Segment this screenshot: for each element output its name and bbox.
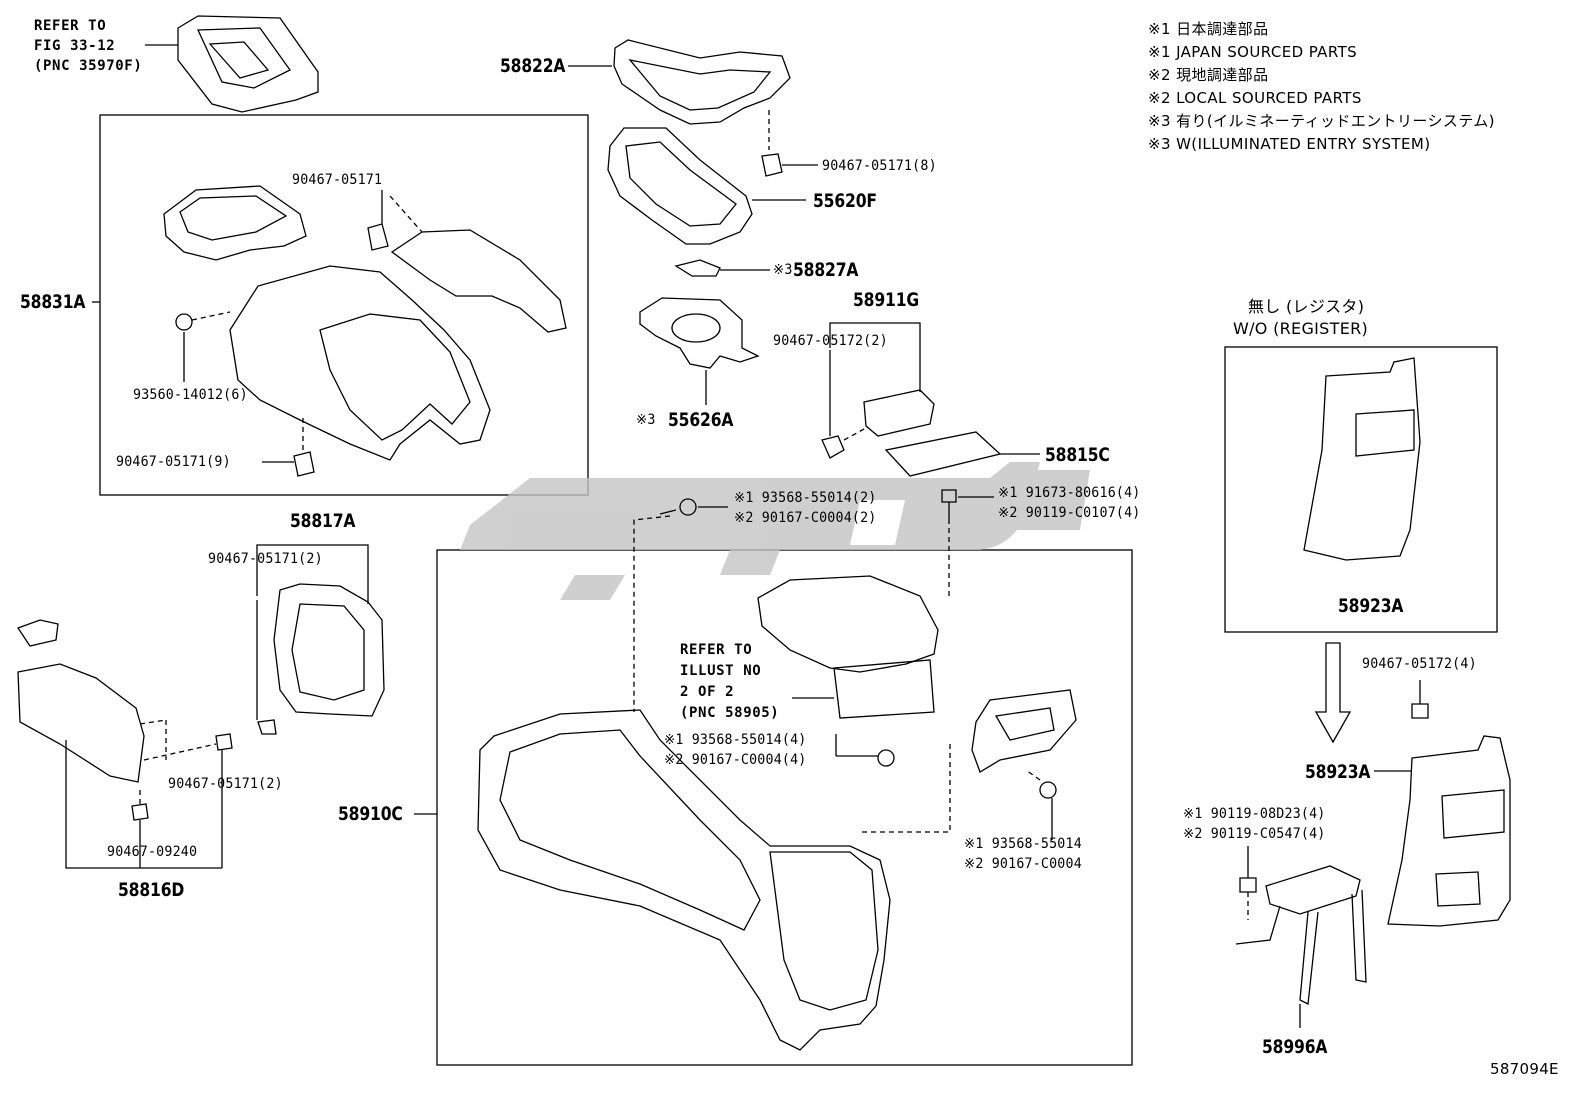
- label-90467-05171-8: 90467-05171(8): [822, 158, 937, 174]
- label-58827A: 58827A: [793, 259, 859, 281]
- part-58911G: [821, 322, 1040, 477]
- label-fastener-3b: ※2 90167-C0004(4): [664, 752, 807, 768]
- part-55620F: [607, 127, 806, 245]
- label-58816D: 58816D: [118, 879, 185, 901]
- register-note-line-1: 無し (レジスタ): [1248, 297, 1365, 316]
- legend-line-1: ※1 日本調達部品: [1148, 20, 1269, 38]
- label-58827A-mark: ※3: [773, 262, 793, 278]
- label-58923A: 58923A: [1305, 761, 1371, 783]
- register-note-line-2: W/O (REGISTER): [1233, 319, 1369, 338]
- label-90467-05172-4: 90467-05172(4): [1362, 656, 1477, 672]
- label-fastener-4b: ※2 90167-C0004: [964, 856, 1082, 872]
- group-box-register: [1224, 346, 1498, 633]
- refer-fig-line-2: FIG 33-12: [34, 38, 116, 54]
- figure-code: 587094E: [1490, 1060, 1559, 1078]
- label-58996A: 58996A: [1262, 1036, 1328, 1058]
- fastener-group: [633, 489, 994, 712]
- label-58815C: 58815C: [1045, 444, 1110, 466]
- label-fastener-2a: ※1 91673-80616(4): [998, 485, 1141, 501]
- part-58816D: [17, 619, 233, 869]
- legend-line-5: ※3 有り(イルミネーティッドエントリーシステム): [1148, 112, 1495, 130]
- label-93560-14012-6: 93560-14012(6): [133, 387, 248, 403]
- part-shift-bezel: [145, 15, 319, 113]
- label-58911G: 58911G: [853, 289, 920, 311]
- watermark-logo: [460, 462, 1090, 600]
- label-fastener-4a: ※1 93568-55014: [964, 836, 1082, 852]
- part-55626A: [639, 297, 760, 405]
- refer-fig-line-1: REFER TO: [34, 18, 107, 34]
- label-90467-05171: 90467-05171: [292, 172, 383, 188]
- part-58817A: [256, 544, 385, 735]
- label-90467-05171-9: 90467-05171(9): [116, 454, 231, 470]
- label-58910C: 58910C: [338, 803, 403, 825]
- label-58817A: 58817A: [290, 510, 356, 532]
- label-55626A-mark: ※3: [636, 412, 656, 428]
- part-58923A-no-register: [1303, 357, 1421, 561]
- label-58831A: 58831A: [20, 291, 86, 313]
- part-58923A: [1374, 680, 1511, 927]
- label-90467-05172-2: 90467-05172(2): [773, 333, 888, 349]
- group-box-58831A: [99, 114, 589, 496]
- part-58831A: [92, 185, 567, 477]
- legend-line-6: ※3 W(ILLUMINATED ENTRY SYSTEM): [1148, 135, 1431, 153]
- refer-illust-line-2: ILLUST NO: [680, 663, 762, 679]
- part-armrest-lid: [757, 575, 939, 767]
- refer-fig-line-3: (PNC 35970F): [34, 58, 143, 74]
- label-55626A: 55626A: [668, 409, 734, 431]
- label-55620F: 55620F: [813, 190, 877, 212]
- refer-illust-line-3: 2 OF 2: [680, 684, 735, 700]
- label-90467-09240: 90467-09240: [107, 844, 198, 860]
- label-fastener-3a: ※1 93568-55014(4): [664, 732, 807, 748]
- part-side-bracket: [971, 689, 1077, 840]
- group-box-58910C: [436, 549, 1133, 1066]
- legend-line-4: ※2 LOCAL SOURCED PARTS: [1148, 89, 1362, 107]
- part-58822A: [568, 39, 791, 150]
- part-58827A: [674, 259, 721, 277]
- label-fastener-1b: ※2 90167-C0004(2): [734, 510, 877, 526]
- clip-icon: [761, 153, 783, 177]
- refer-illust-line-1: REFER TO: [680, 642, 753, 658]
- label-fastener-5a: ※1 90119-08D23(4): [1183, 806, 1326, 822]
- label-fastener-5b: ※2 90119-C0547(4): [1183, 826, 1326, 842]
- refer-illust-line-4: (PNC 58905): [680, 705, 780, 721]
- label-58822A: 58822A: [500, 55, 566, 77]
- label-90467-05171-2a: 90467-05171(2): [208, 551, 323, 567]
- label-fastener-1a: ※1 93568-55014(2): [734, 490, 877, 506]
- label-58923A-box: 58923A: [1338, 595, 1404, 617]
- label-fastener-2b: ※2 90119-C0107(4): [998, 505, 1141, 521]
- label-90467-05171-2b: 90467-05171(2): [168, 776, 283, 792]
- part-58996A: [1235, 846, 1367, 1028]
- arrow-down: [1314, 642, 1352, 744]
- legend-line-2: ※1 JAPAN SOURCED PARTS: [1148, 43, 1358, 61]
- part-58910C: [414, 709, 951, 1051]
- legend-line-3: ※2 現地調達部品: [1148, 66, 1269, 84]
